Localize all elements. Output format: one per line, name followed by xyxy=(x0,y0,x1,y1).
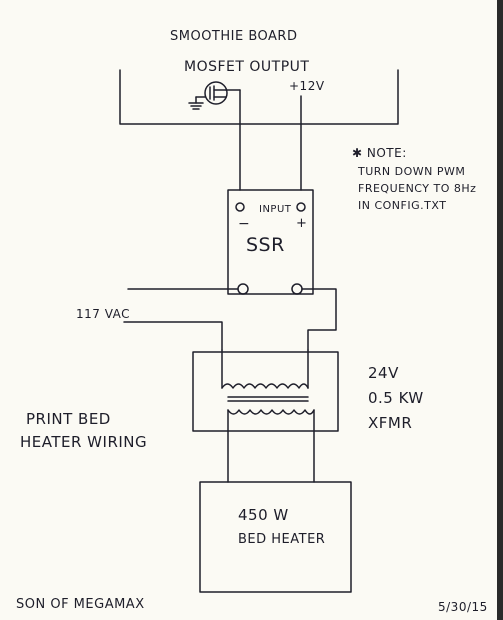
heater-wattage: 450 W xyxy=(238,506,289,524)
ssr-input-minus-terminal xyxy=(235,202,245,212)
caption-line-2: HEATER WIRING xyxy=(20,433,147,451)
smoothie-board-outline xyxy=(119,69,399,125)
board-output-label: MOSFET OUTPUT xyxy=(184,59,309,75)
plus-12v-label: +12V xyxy=(289,79,325,93)
transformer-secondary-coil xyxy=(227,409,315,483)
mains-neutral-wire xyxy=(123,321,223,351)
ssr-output-terminal-2 xyxy=(291,283,303,295)
ssr-input-label: INPUT xyxy=(259,204,292,215)
xfmr-power: 0.5 KW xyxy=(368,389,424,407)
note-line-1: TURN DOWN PWM xyxy=(357,165,465,178)
board-title: SMOOTHIE BOARD xyxy=(170,29,297,44)
note-title: ✱ NOTE: xyxy=(352,146,407,160)
ssr-plus-label: + xyxy=(296,216,307,231)
footer-date: 5/30/15 xyxy=(438,600,488,614)
xfmr-name: XFMR xyxy=(368,414,412,432)
note-line-2: FREQUENCY TO 8Hz xyxy=(358,182,476,195)
caption-line-1: PRINT BED xyxy=(26,410,111,428)
ssr-to-primary-wire xyxy=(301,288,337,351)
ssr-output-terminal-1 xyxy=(237,283,249,295)
xfmr-voltage: 24V xyxy=(368,364,399,382)
mains-label: 117 VAC xyxy=(76,307,130,321)
ssr-input-plus-terminal xyxy=(296,202,306,212)
ssr-box xyxy=(227,189,314,295)
heater-name: BED HEATER xyxy=(238,532,325,547)
mosfet-symbol xyxy=(188,81,241,191)
transformer-box xyxy=(192,351,339,432)
ssr-name: SSR xyxy=(246,234,285,256)
transformer-primary-coil xyxy=(221,349,309,389)
footer-left: SON OF MEGAMAX xyxy=(16,597,145,612)
transformer-core xyxy=(227,396,309,402)
ssr-minus-label: − xyxy=(238,216,250,232)
bed-heater-box xyxy=(199,481,352,593)
note-line-3: IN CONFIG.TXT xyxy=(358,199,446,212)
page-edge xyxy=(497,0,503,620)
